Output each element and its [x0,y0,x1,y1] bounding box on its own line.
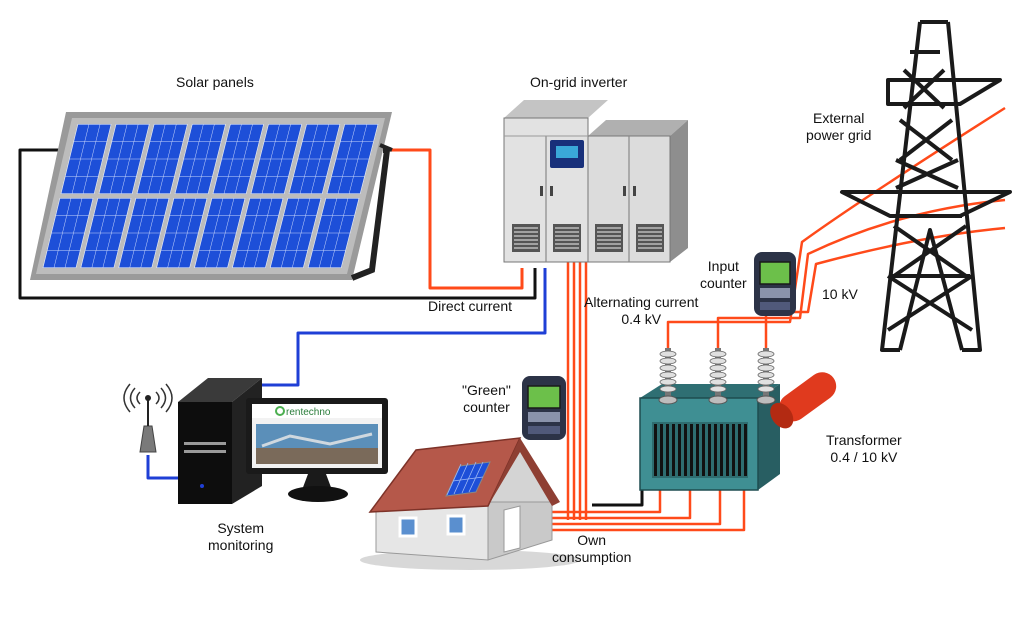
label-input-counter-line2: counter [700,275,747,291]
dc-positive-wire [385,148,524,290]
label-green-counter-line1: "Green" [462,382,511,398]
label-green-counter-line2: counter [463,399,510,415]
meter-icon [522,376,566,440]
label-external-grid: External power grid [806,110,871,144]
monitoring-data-wire [262,268,547,387]
monitor-brand-text: rentechno [286,407,331,418]
label-ten-kv: 10 kV [822,286,858,303]
label-transformer: Transformer 0.4 / 10 kV [826,432,902,466]
solar-panel-icon [30,112,393,281]
label-alternating-current: Alternating current 0.4 kV [584,294,698,328]
label-external-grid-line1: External [813,110,865,126]
label-inverter-text: On-grid inverter [530,74,628,90]
monitor-icon: rentechno [246,398,388,502]
antenna-data-wire [146,455,180,480]
label-ac-line2: 0.4 kV [621,311,662,327]
label-transformer-line2: 0.4 / 10 kV [830,449,898,465]
dc-negative-wire [18,148,537,300]
inverter-icon [503,100,688,263]
label-system-monitoring: System monitoring [208,520,273,554]
antenna-icon [123,383,173,453]
meter-icon [754,252,796,316]
label-direct-current: Direct current [428,298,512,315]
label-ten-kv-text: 10 kV [822,286,858,302]
transmission-tower-icon [840,20,1012,352]
label-solar-panels-text: Solar panels [176,74,254,90]
label-ac-line1: Alternating current [584,294,699,310]
label-input-counter: Input counter [700,258,747,292]
ac-bundle [566,262,588,520]
label-own-consumption: Own consumption [552,532,631,566]
label-system-monitoring-line1: System [217,520,265,536]
label-green-counter: "Green" counter [462,382,511,416]
label-transformer-line1: Transformer [826,432,902,448]
label-system-monitoring-line2: monitoring [208,537,274,553]
transformer-icon [639,348,837,491]
label-own-consumption-line1: Own [577,532,607,548]
label-input-counter-line1: Input [707,258,739,274]
house-icon [360,437,580,570]
label-own-consumption-line2: consumption [552,549,632,565]
label-inverter: On-grid inverter [530,74,627,91]
label-direct-current-text: Direct current [428,298,513,314]
label-external-grid-line2: power grid [806,127,872,143]
label-solar-panels: Solar panels [176,74,254,91]
ground-wire [592,400,644,507]
